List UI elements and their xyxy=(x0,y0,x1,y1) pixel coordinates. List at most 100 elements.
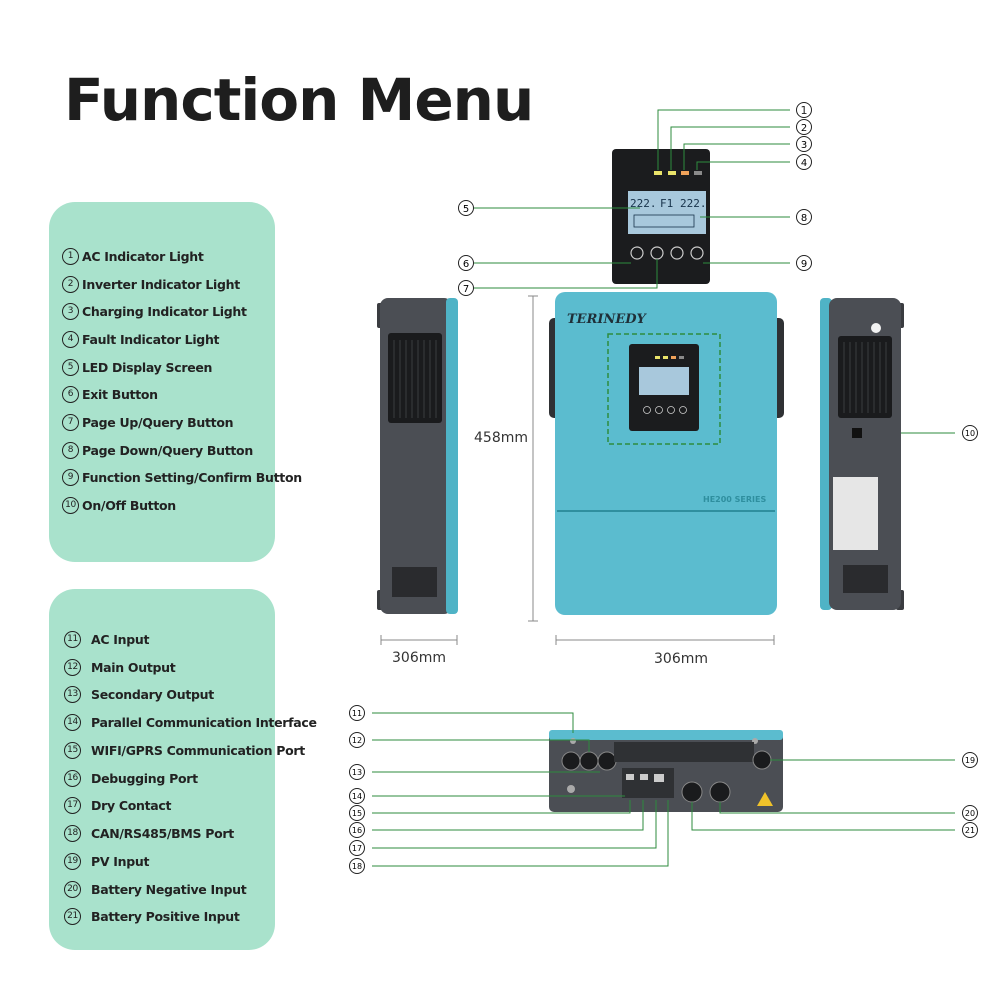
svg-text:F1: F1 xyxy=(660,197,673,210)
legend-label: Battery Positive Input xyxy=(91,909,240,924)
legend-label: Main Output xyxy=(91,660,176,675)
number-badge: 6 xyxy=(62,386,79,403)
number-badge: 15 xyxy=(64,742,81,759)
number-badge: 13 xyxy=(64,686,81,703)
callout-markers: 1 2 3 4 5 8 6 9 7 10 11 12 13 14 15 16 1… xyxy=(349,102,978,874)
legend-item: 3 Charging Indicator Light xyxy=(62,303,247,320)
legend-item: 11 AC Input xyxy=(64,631,149,648)
svg-text:9: 9 xyxy=(801,259,807,270)
legend-label: CAN/RS485/BMS Port xyxy=(91,826,234,841)
svg-text:222.: 222. xyxy=(630,197,657,210)
bottom-callout-lines xyxy=(372,712,955,867)
legend-item: 9 Function Setting/Confirm Button xyxy=(62,469,302,486)
legend-label: Exit Button xyxy=(82,387,158,402)
brand-logo: TERINEDY xyxy=(567,312,648,327)
number-badge: 7 xyxy=(62,414,79,431)
callout-12: 12 xyxy=(349,732,365,748)
svg-text:4: 4 xyxy=(801,158,807,169)
legend-item: 12 Main Output xyxy=(64,659,176,676)
callout-17: 17 xyxy=(349,840,365,856)
number-badge: 9 xyxy=(62,469,79,486)
svg-text:18: 18 xyxy=(352,862,362,871)
svg-text:1: 1 xyxy=(801,104,808,117)
legend-item: 8 Page Down/Query Button xyxy=(62,442,253,459)
number-badge: 17 xyxy=(64,797,81,814)
page-title: Function Menu xyxy=(64,66,534,134)
svg-text:11: 11 xyxy=(352,709,362,718)
left-side-view xyxy=(377,298,458,614)
legend-label: AC Indicator Light xyxy=(82,249,204,264)
front-view: TERINEDY HE200 SERIES xyxy=(549,292,784,615)
svg-text:5: 5 xyxy=(463,204,469,215)
callout-20: 20 xyxy=(962,805,978,821)
legend-item: 4 Fault Indicator Light xyxy=(62,331,220,348)
number-badge: 8 xyxy=(62,442,79,459)
front-dimensions xyxy=(528,295,775,645)
callout-21: 21 xyxy=(962,822,978,838)
svg-text:13: 13 xyxy=(352,768,362,777)
svg-text:8: 8 xyxy=(801,213,807,224)
legend-label: Debugging Port xyxy=(91,771,198,786)
svg-text:222.: 222. xyxy=(680,197,707,210)
legend-label: Parallel Communication Interface xyxy=(91,715,317,730)
legend-item: 16 Debugging Port xyxy=(64,770,198,787)
legend-item: 20 Battery Negative Input xyxy=(64,881,247,898)
svg-text:14: 14 xyxy=(352,792,362,801)
svg-text:20: 20 xyxy=(965,809,975,818)
callout-6: 6 xyxy=(458,255,474,271)
legend-item: 6 Exit Button xyxy=(62,386,158,403)
height-dimension-label: 458mm xyxy=(474,430,528,446)
number-badge: 21 xyxy=(64,908,81,925)
callout-18: 18 xyxy=(349,858,365,874)
callout-3: 3 xyxy=(796,136,812,152)
legend-label: Secondary Output xyxy=(91,687,214,702)
legend-label: PV Input xyxy=(91,854,150,869)
legend-item: 18 CAN/RS485/BMS Port xyxy=(64,825,234,842)
front-width-dimension-label: 306mm xyxy=(654,651,708,667)
legend-label: Dry Contact xyxy=(91,798,172,813)
legend-label: Page Down/Query Button xyxy=(82,443,253,458)
svg-text:15: 15 xyxy=(352,809,362,818)
svg-text:3: 3 xyxy=(801,140,807,151)
legend-item: 13 Secondary Output xyxy=(64,686,214,703)
number-badge: 19 xyxy=(64,853,81,870)
bottom-view xyxy=(549,730,783,812)
number-badge: 11 xyxy=(64,631,81,648)
svg-text:10: 10 xyxy=(965,429,975,438)
callout-1: 1 xyxy=(796,102,812,118)
number-badge: 14 xyxy=(64,714,81,731)
number-badge: 16 xyxy=(64,770,81,787)
number-badge: 1 xyxy=(62,248,79,265)
legend-item: 15 WIFI/GPRS Communication Port xyxy=(64,742,305,759)
svg-text:19: 19 xyxy=(965,756,975,765)
number-badge: 4 xyxy=(62,331,79,348)
svg-text:21: 21 xyxy=(965,826,975,835)
legend-label: WIFI/GPRS Communication Port xyxy=(91,743,305,758)
legend-label: Function Setting/Confirm Button xyxy=(82,470,302,485)
front-panel-legend xyxy=(49,202,275,562)
legend-item: 14 Parallel Communication Interface xyxy=(64,714,317,731)
callout-9: 9 xyxy=(796,255,812,271)
bottom-panel-legend xyxy=(49,589,275,950)
callout-19: 19 xyxy=(962,752,978,768)
legend-label: On/Off Button xyxy=(82,498,176,513)
legend-item: 1 AC Indicator Light xyxy=(62,248,204,265)
callout-4: 4 xyxy=(796,154,812,170)
callout-8: 8 xyxy=(796,209,812,225)
legend-item: 2 Inverter Indicator Light xyxy=(62,276,240,293)
legend-label: Battery Negative Input xyxy=(91,882,247,897)
right-side-view xyxy=(820,298,904,610)
legend-item: 7 Page Up/Query Button xyxy=(62,414,234,431)
svg-text:7: 7 xyxy=(463,284,469,295)
callout-14: 14 xyxy=(349,788,365,804)
legend-label: LED Display Screen xyxy=(82,360,213,375)
legend-label: Charging Indicator Light xyxy=(82,304,247,319)
legend-item: 10 On/Off Button xyxy=(62,497,176,514)
number-badge: 3 xyxy=(62,303,79,320)
svg-text:17: 17 xyxy=(352,844,362,853)
legend-label: Page Up/Query Button xyxy=(82,415,234,430)
control-panel-closeup: 222. F1 222. xyxy=(612,149,710,284)
number-badge: 10 xyxy=(62,497,79,514)
callout-16: 16 xyxy=(349,822,365,838)
